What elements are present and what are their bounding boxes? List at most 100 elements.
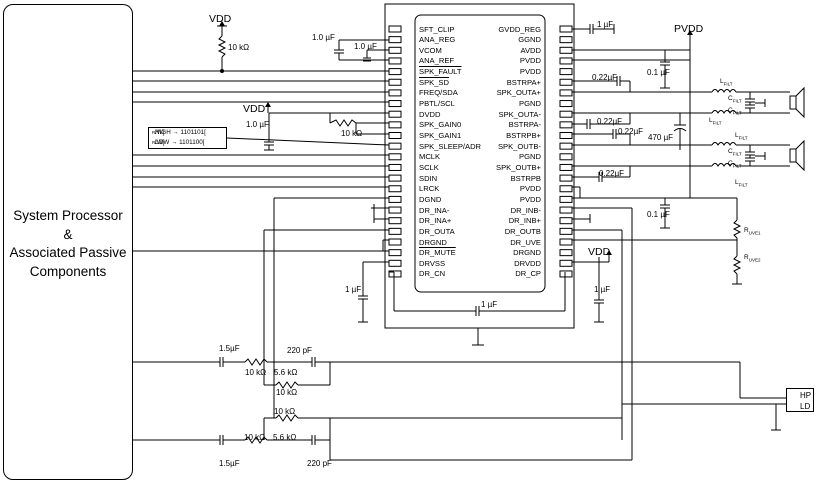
right-pin-box bbox=[559, 174, 573, 182]
headphone-jack: HP LD bbox=[786, 388, 814, 412]
right-pin-box bbox=[559, 185, 573, 193]
ld-label: LD bbox=[800, 402, 811, 411]
left-pin-label: DR_CN bbox=[419, 269, 446, 279]
right-pin-box bbox=[559, 68, 573, 76]
left-pin-label: MCLK bbox=[419, 152, 441, 162]
c-bstrpa-plus-label: 0.22µF bbox=[592, 73, 618, 82]
left-pin-box bbox=[388, 100, 402, 108]
left-pin-label: SPK_GAIN0 bbox=[419, 120, 462, 130]
c-flying-label: 1 µF bbox=[481, 300, 498, 309]
right-pin-box bbox=[559, 163, 573, 171]
r-in-a-label: 10 kΩ bbox=[245, 368, 267, 377]
processor-line-2: & bbox=[63, 226, 73, 242]
c-drvss-label: 1 µF bbox=[345, 285, 362, 294]
left-pin-label: DRVSS bbox=[419, 258, 446, 268]
right-pin-box bbox=[559, 195, 573, 203]
left-pin-label: FREQ/SDA bbox=[419, 88, 458, 98]
left-pin-label: SDIN bbox=[419, 173, 438, 183]
right-pin-box bbox=[559, 227, 573, 235]
right-pin-box bbox=[559, 110, 573, 118]
right-pin-label: PGND bbox=[519, 152, 541, 162]
right-pin-box bbox=[559, 259, 573, 267]
right-pin-label: BSTRPB+ bbox=[506, 131, 541, 140]
right-pin-box bbox=[559, 153, 573, 161]
right-pin-label: PVDD bbox=[519, 194, 541, 204]
left-pin-box bbox=[388, 163, 402, 171]
left-pin-label: DR_INA- bbox=[419, 205, 450, 215]
c-fb-b-label: 220 pF bbox=[307, 459, 332, 468]
right-pin-label: SPK_OUTA- bbox=[498, 109, 541, 119]
system-processor-box: System Processor & Associated Passive Co… bbox=[3, 4, 133, 480]
right-pin-label: DRGND bbox=[513, 248, 541, 258]
c-fb-a-label: 220 pF bbox=[287, 346, 312, 355]
left-pin-box bbox=[388, 227, 402, 235]
c-ana-reg-label: 1.0 µF bbox=[312, 33, 335, 42]
vdd-right-label: VDD bbox=[588, 246, 611, 258]
hp-label: HP bbox=[800, 391, 812, 400]
left-pin-box bbox=[388, 78, 402, 86]
left-pin-box bbox=[388, 89, 402, 97]
right-pin-box bbox=[559, 46, 573, 54]
right-pin-label: PVDD bbox=[519, 56, 541, 66]
right-pin-label: DR_INB- bbox=[510, 205, 541, 215]
left-pin-label: ANA_REF bbox=[419, 56, 455, 66]
processor-line-1: System Processor bbox=[13, 208, 123, 223]
gain-low-line: LOW → 1101100[R/W] bbox=[152, 139, 205, 146]
left-pin-label: DGND bbox=[419, 194, 442, 204]
c-gvdd-label: 1 µF bbox=[597, 20, 614, 29]
left-pin-label: DR_MUTE bbox=[419, 248, 456, 258]
inductor-3-label: LFILT bbox=[735, 132, 748, 141]
r-uve1-label: RUVE1 bbox=[744, 227, 761, 236]
left-pin-label: LRCK bbox=[419, 184, 440, 194]
left-pin-box bbox=[388, 217, 402, 225]
right-pin-box bbox=[559, 217, 573, 225]
processor-line-4: Components bbox=[29, 263, 107, 279]
c-vcom-label: 1.0 µF bbox=[354, 42, 377, 51]
r-in-b-label: 10 kΩ bbox=[244, 433, 266, 442]
left-pin-label: DVDD bbox=[419, 109, 441, 119]
right-pin-label: GVDD_REG bbox=[498, 24, 541, 34]
left-pin-box bbox=[388, 153, 402, 161]
right-pin-label: BSTRPA- bbox=[508, 120, 541, 130]
r-series-b-label: 10 kΩ bbox=[274, 407, 296, 416]
left-pin-box bbox=[388, 132, 402, 139]
right-pin-box bbox=[559, 132, 573, 139]
r-uve2-label: RUVE2 bbox=[744, 254, 761, 263]
right-pin-label: DR_CP bbox=[515, 269, 541, 279]
left-pin-label: VCOM bbox=[419, 45, 442, 55]
cap-2-label: CFILT bbox=[728, 107, 742, 116]
left-pin-label: PBTL/SCL bbox=[419, 99, 455, 109]
c-bstrpb-label: 0.22µF bbox=[599, 169, 625, 178]
right-pin-label: PVDD bbox=[519, 67, 541, 77]
left-pin-label: SPK_GAIN1 bbox=[419, 131, 462, 140]
left-pin-label: DR_INA+ bbox=[419, 216, 452, 226]
right-pin-box bbox=[559, 206, 573, 214]
gain-high-line: HIGH → 1101101[R/W] bbox=[152, 129, 206, 136]
left-pin-box bbox=[388, 46, 402, 54]
inductor-4-label: LFILT bbox=[735, 179, 748, 188]
inductor-2-label: LFILT bbox=[709, 117, 722, 126]
right-pin-label: DR_UVE bbox=[510, 237, 541, 247]
right-pin-box bbox=[559, 142, 573, 150]
c-pvdd-top-label: 0.1 µF bbox=[647, 68, 670, 77]
right-pin-label: DR_INB+ bbox=[508, 216, 541, 226]
c-in-a-label: 1.5µF bbox=[219, 344, 240, 353]
r-fb-b-label: 5.6 kΩ bbox=[273, 433, 297, 442]
left-pin-box bbox=[388, 36, 402, 44]
r-gain-label: 10 kΩ bbox=[341, 129, 363, 138]
left-pin-label: SPK_SD bbox=[419, 77, 449, 87]
inductor-1-label: LFILT bbox=[720, 78, 733, 87]
left-pin-box bbox=[388, 110, 402, 118]
left-pin-box bbox=[388, 68, 402, 76]
vdd-mid-label: VDD bbox=[243, 103, 266, 115]
right-pin-box bbox=[559, 25, 573, 33]
right-pin-box bbox=[559, 36, 573, 44]
right-pin-box bbox=[559, 270, 573, 278]
left-pin-label: SFT_CLIP bbox=[419, 24, 455, 34]
left-pin-label: SCLK bbox=[419, 162, 439, 172]
c-drvdd-label: 1 µF bbox=[594, 285, 611, 294]
left-pin-box bbox=[388, 259, 402, 267]
left-pin-box bbox=[388, 270, 402, 278]
left-pin-label: ANA_REG bbox=[419, 35, 456, 45]
